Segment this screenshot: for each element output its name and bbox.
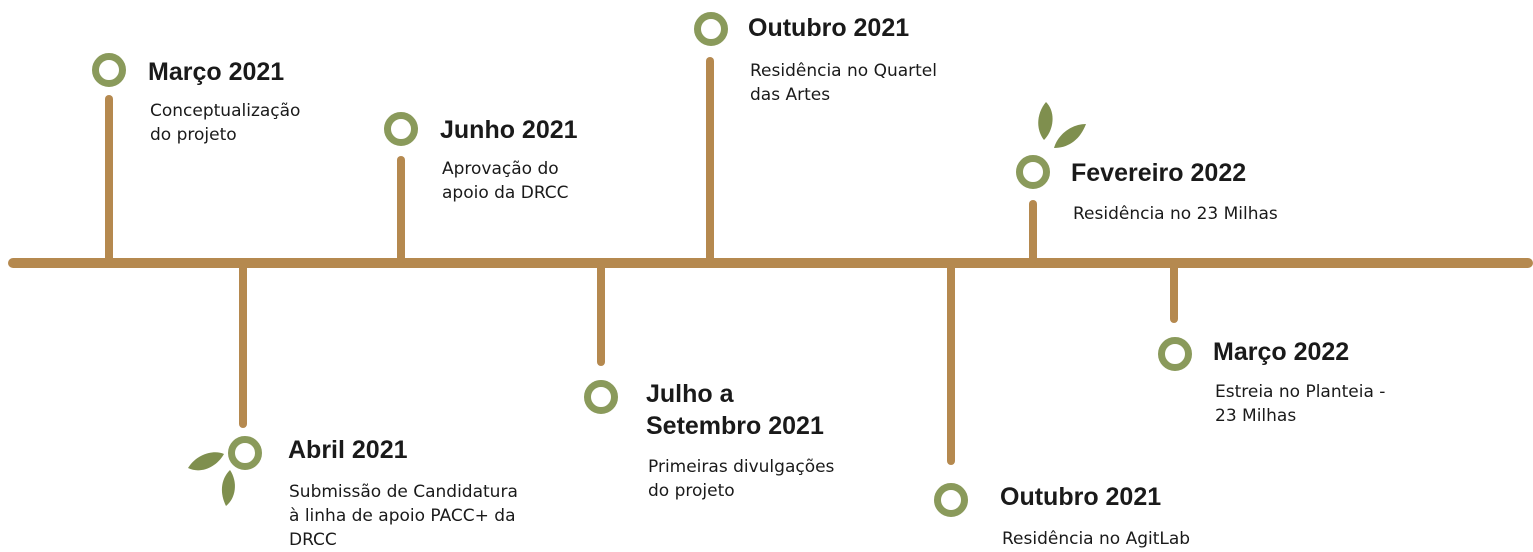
timeline-axis <box>8 258 1533 268</box>
milestone-title: Julho a Setembro 2021 <box>646 380 824 440</box>
milestone-stem <box>947 263 955 465</box>
milestone-node-icon <box>584 380 618 414</box>
milestone-description: Residência no Quartel das Artes <box>750 61 937 105</box>
milestone-title: Fevereiro 2022 <box>1071 159 1247 187</box>
milestone-title: Março 2021 <box>148 58 285 86</box>
milestone-node-icon <box>384 112 418 146</box>
milestone-stem <box>597 263 605 366</box>
milestone-description: Residência no 23 Milhas <box>1073 204 1278 224</box>
milestone-title: Junho 2021 <box>440 116 578 144</box>
milestone-stem <box>1029 200 1037 263</box>
milestone-description: Submissão de Candidatura à linha de apoi… <box>289 482 518 550</box>
milestone-stem <box>239 263 247 428</box>
milestone-stem <box>397 156 405 263</box>
leaf-icon <box>188 452 235 506</box>
milestone-description: Primeiras divulgações do projeto <box>648 457 835 501</box>
milestone-node-icon <box>934 483 968 517</box>
milestone-node-icon <box>92 53 126 87</box>
milestone-node-icon <box>1158 337 1192 371</box>
milestone-description: Estreia no Planteia - 23 Milhas <box>1215 382 1386 426</box>
milestone-description: Conceptualização do projeto <box>150 101 301 145</box>
milestone-title: Março 2022 <box>1213 338 1350 366</box>
milestone-stem <box>706 57 714 263</box>
milestone-node-icon <box>1016 155 1050 189</box>
milestone-stem <box>1170 263 1178 323</box>
milestone-description: Aprovação do apoio da DRCC <box>442 159 569 203</box>
milestone-node-icon <box>228 436 262 470</box>
milestone-title: Outubro 2021 <box>748 14 910 42</box>
milestone-description: Residência no AgitLab <box>1002 529 1191 549</box>
milestone-stem <box>105 95 113 263</box>
milestone-title: Outubro 2021 <box>1000 483 1162 511</box>
leaf-icon <box>1038 102 1086 148</box>
milestone-node-icon <box>694 12 728 46</box>
milestone-title: Abril 2021 <box>288 436 408 464</box>
